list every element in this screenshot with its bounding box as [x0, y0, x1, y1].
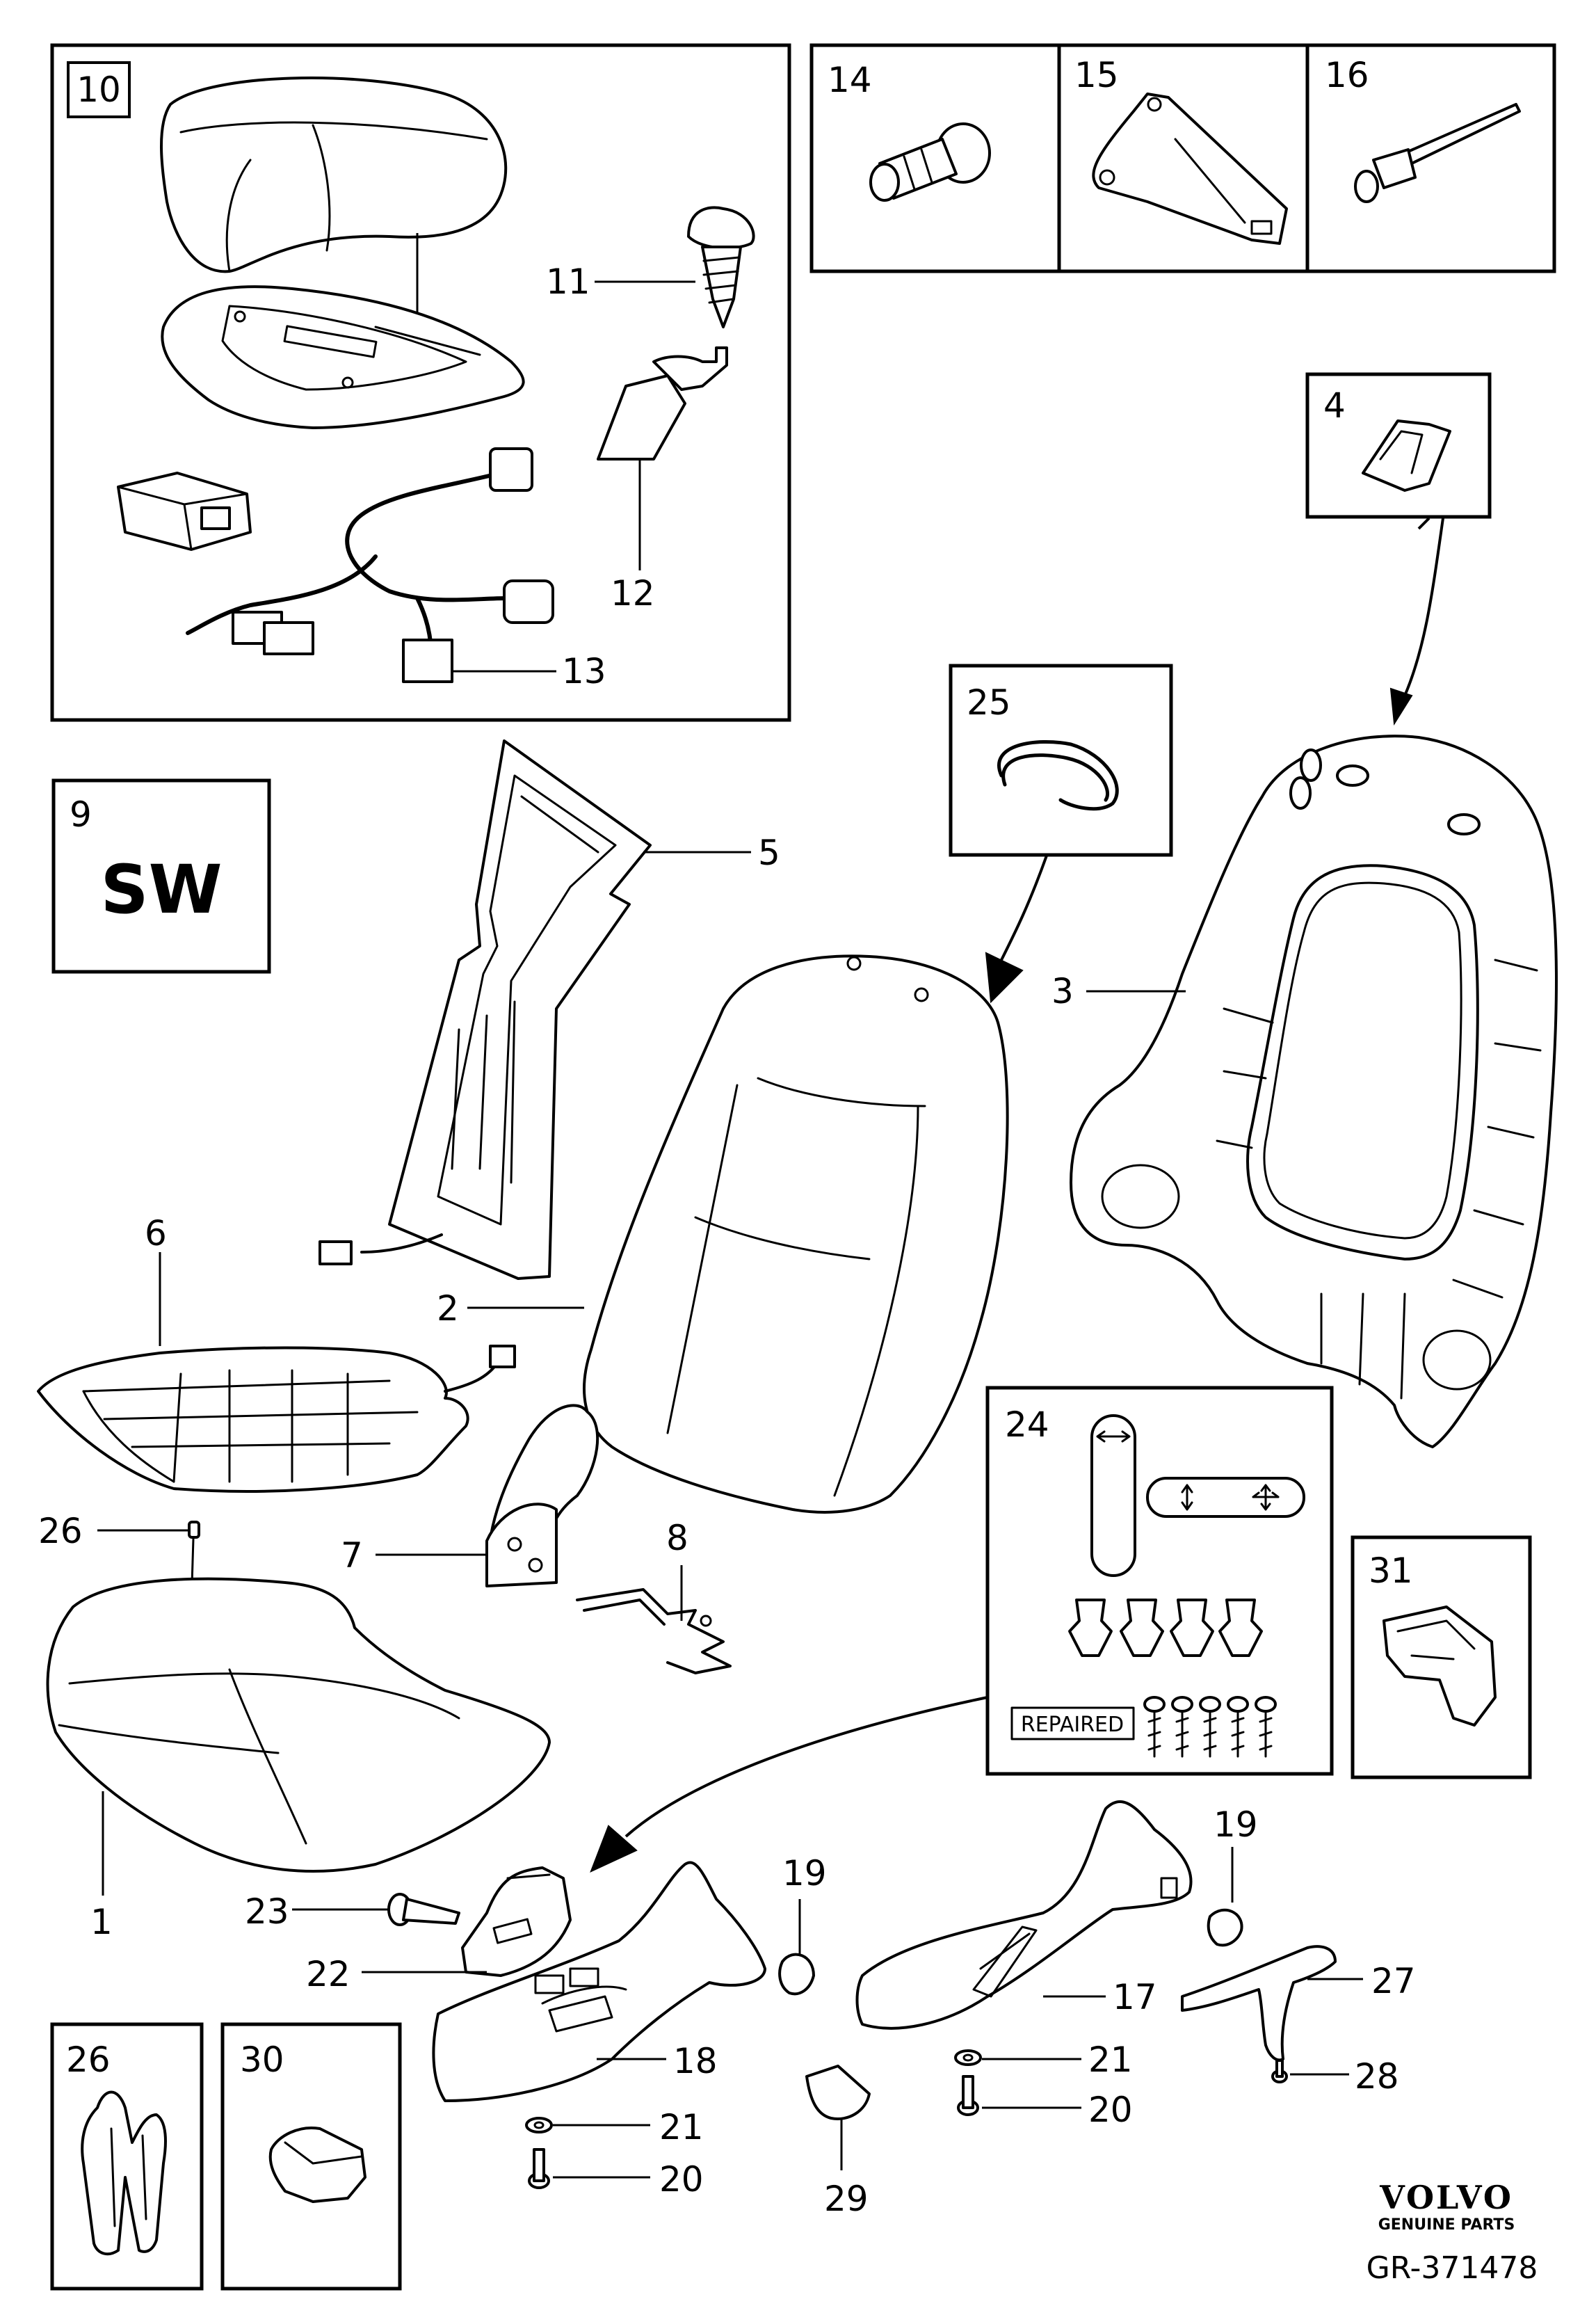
- callout-3: 3: [1051, 971, 1074, 1011]
- bracket-15-part: [1092, 93, 1288, 245]
- callout-12: 12: [611, 573, 655, 614]
- screw-28-part: [1271, 2059, 1288, 2083]
- washer-21a-part: [525, 2117, 553, 2133]
- repaired-badge: REPAIRED: [1021, 1713, 1124, 1737]
- callout-21a: 21: [659, 2107, 704, 2147]
- callout-7: 7: [341, 1535, 363, 1576]
- backrest-cover-2-part: [583, 954, 1009, 1514]
- callout-16: 16: [1325, 55, 1369, 95]
- switch-module-22-part: [461, 1866, 572, 1977]
- callout-10: 10: [76, 70, 121, 110]
- screw-11-part: [687, 206, 755, 328]
- backrest-switch-knob: [1146, 1477, 1305, 1518]
- callout-26b: 26: [66, 2040, 111, 2080]
- callout-14: 14: [828, 60, 872, 100]
- control-module-part: [117, 472, 252, 551]
- brand-tagline: GENUINE PARTS: [1378, 2216, 1515, 2234]
- heating-tray-part: [161, 285, 525, 429]
- callout-1: 1: [90, 1902, 113, 1942]
- callout-8: 8: [666, 1518, 688, 1558]
- box-9: 9 SW: [51, 778, 271, 974]
- box-26: 26: [50, 2022, 204, 2291]
- callout-4: 4: [1323, 385, 1346, 426]
- cap-29-part: [805, 2065, 871, 2120]
- box-24: 24 REPAIRED: [985, 1386, 1334, 1776]
- bracket-27-part: [1181, 1945, 1337, 2062]
- seat-switch-knob: [1090, 1414, 1136, 1577]
- box-14-15-16: 14 15 16: [809, 43, 1556, 273]
- callout-30: 30: [240, 2040, 284, 2080]
- stud-14-part: [869, 122, 991, 202]
- callout-25: 25: [967, 682, 1011, 723]
- clip-26-part: [188, 1521, 200, 1539]
- callout-19a: 19: [782, 1853, 827, 1893]
- backrest-frame-3-part: [1070, 735, 1558, 1448]
- callout-20a: 20: [659, 2159, 704, 2200]
- box-30: 30: [220, 2022, 402, 2291]
- clip-19b-part: [1207, 1908, 1243, 1947]
- callout-20b: 20: [1088, 2090, 1133, 2130]
- bracket-7-part: [485, 1404, 599, 1587]
- box-4: 4: [1305, 372, 1492, 530]
- box-25: 25: [949, 664, 1173, 857]
- clip-12-part: [597, 346, 728, 461]
- cushion-heater-6-part: [37, 1345, 516, 1493]
- screw-23-part: [387, 1893, 460, 1926]
- seat-cushion-1-part: [46, 1577, 551, 1873]
- bolt-20a-part: [528, 2148, 550, 2189]
- rivet-16-part: [1354, 103, 1521, 203]
- wiring-harness-part: [186, 447, 556, 683]
- callout-18: 18: [673, 2041, 718, 2081]
- callout-11: 11: [546, 262, 590, 302]
- box-10: 10: [50, 43, 791, 722]
- backrest-heater-5-part: [319, 739, 652, 1280]
- callout-17: 17: [1113, 1977, 1157, 2017]
- callout-13: 13: [562, 651, 606, 691]
- callout-9: 9: [70, 794, 92, 835]
- cushion-cover-part: [160, 77, 508, 273]
- side-trim-17-part: [855, 1800, 1193, 2030]
- callout-27: 27: [1371, 1961, 1416, 2001]
- clip-19a-part: [778, 1953, 815, 1996]
- side-trim-18-part: [432, 1861, 766, 2102]
- callout-23: 23: [245, 1891, 289, 1932]
- switch-clips: [1068, 1599, 1263, 1657]
- reference-number: GR-371478: [1367, 2250, 1538, 2286]
- brand-name: VOLVO: [1379, 2179, 1513, 2216]
- callout-15: 15: [1074, 55, 1119, 95]
- callout-29: 29: [824, 2179, 869, 2219]
- callout-6: 6: [145, 1213, 167, 1254]
- screw-set: [1143, 1696, 1277, 1758]
- callout-28: 28: [1355, 2056, 1399, 2097]
- washer-21b-part: [954, 2049, 982, 2066]
- callout-26a: 26: [38, 1511, 83, 1551]
- bolt-20b-part: [957, 2075, 979, 2116]
- callout-2: 2: [437, 1288, 459, 1329]
- box-31: 31: [1351, 1535, 1532, 1779]
- element-8-part: [576, 1588, 732, 1674]
- callout-19b: 19: [1214, 1804, 1258, 1845]
- volvo-logo: VOLVO GENUINE PARTS: [1378, 2179, 1515, 2234]
- callout-5: 5: [758, 833, 780, 873]
- callout-22: 22: [306, 1954, 350, 1994]
- callout-24: 24: [1005, 1404, 1049, 1445]
- callout-21b: 21: [1088, 2040, 1133, 2080]
- sw-code: SW: [100, 851, 222, 929]
- callout-31: 31: [1369, 1551, 1413, 1591]
